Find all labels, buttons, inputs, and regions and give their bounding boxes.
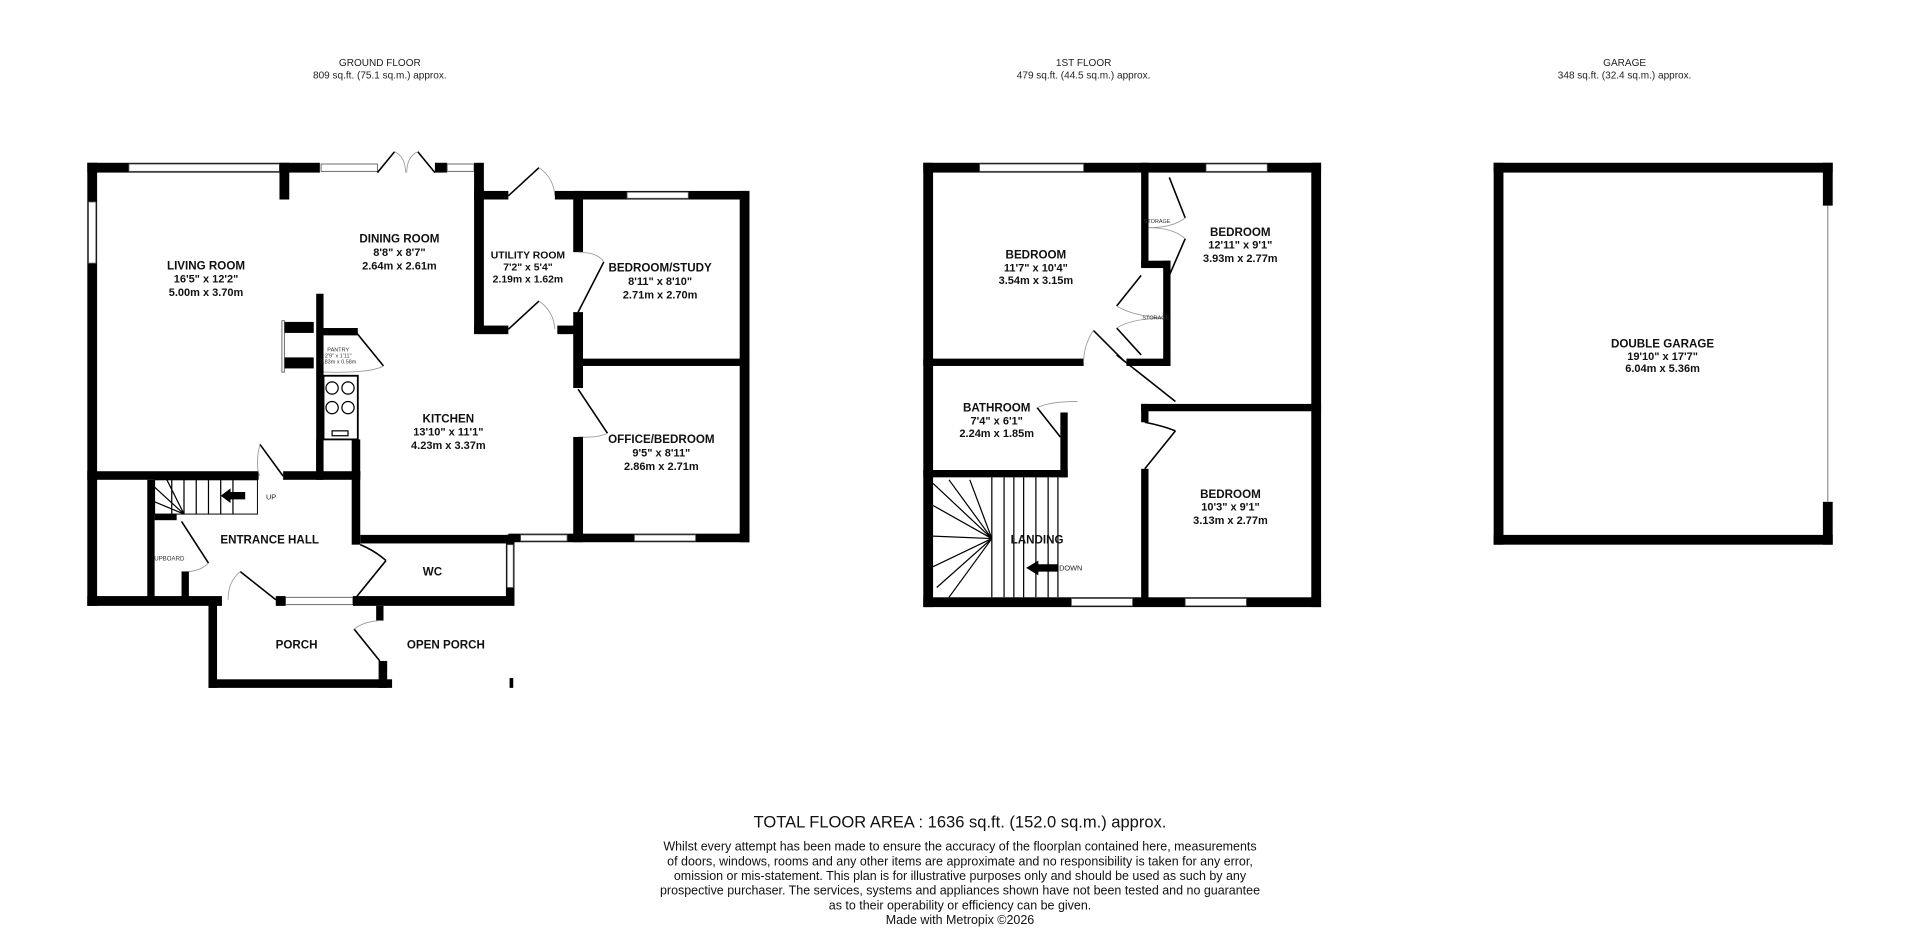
svg-text:19'10" x 17'7": 19'10" x 17'7" [1627, 351, 1698, 363]
garage-header: GARAGE 348 sq.ft. (32.4 sq.m.) approx. [1558, 58, 1692, 81]
svg-text:7'2" x 5'4": 7'2" x 5'4" [503, 262, 553, 273]
first-floor-header: 1ST FLOOR 479 sq.ft. (44.5 sq.m.) approx… [1017, 58, 1151, 81]
storage-label-1: STORAGE [1144, 219, 1171, 225]
svg-text:10'3" x 9'1": 10'3" x 9'1" [1201, 501, 1259, 513]
svg-text:8'11" x 8'10": 8'11" x 8'10" [628, 276, 692, 288]
room-bedroom-study: BEDROOM/STUDY 8'11" x 8'10" 2.71m x 2.70… [609, 262, 712, 302]
up-label: UP [266, 492, 276, 501]
pantry-label: PANTRY [327, 347, 349, 353]
svg-text:11'7" x 10'4": 11'7" x 10'4" [1004, 263, 1068, 275]
svg-text:2.71m x 2.70m: 2.71m x 2.70m [623, 290, 698, 302]
stairs-ground: UP [154, 479, 276, 515]
disclaimer: Whilst every attempt has been made to en… [660, 840, 1260, 913]
pantry-imperial: 2'9" x 1'11" [325, 353, 352, 359]
svg-text:2.64m x 2.61m: 2.64m x 2.61m [362, 260, 437, 272]
svg-text:BATHROOM: BATHROOM [963, 401, 1031, 414]
svg-text:KITCHEN: KITCHEN [423, 412, 475, 425]
svg-text:BEDROOM: BEDROOM [1006, 248, 1067, 261]
ground-floor-plan: PANTRY 2'9" x 1'11" 0.83m x 0.58m UP U [87, 151, 750, 688]
room-utility-room: UTILITY ROOM 7'2" x 5'4" 2.19m x 1.62m [491, 250, 565, 285]
cupboard-label: UPBOARD [154, 556, 185, 563]
room-open-porch: OPEN PORCH [407, 639, 485, 652]
svg-text:7'4" x 6'1": 7'4" x 6'1" [971, 416, 1023, 428]
svg-text:3.54m x 3.15m: 3.54m x 3.15m [999, 275, 1074, 287]
svg-text:BEDROOM: BEDROOM [1200, 488, 1261, 501]
room-bathroom: BATHROOM 7'4" x 6'1" 2.24m x 1.85m [959, 401, 1034, 440]
room-entrance-hall: ENTRANCE HALL [220, 533, 319, 546]
garage-title: GARAGE [1603, 58, 1646, 69]
ground-floor-header: GROUND FLOOR 809 sq.ft. (75.1 sq.m.) app… [313, 58, 447, 81]
first-floor-plan: STORAGE STORAGE DOWN [923, 162, 1322, 608]
room-office-bedroom: OFFICE/BEDROOM 9'5" x 8'11" 2.86m x 2.71… [608, 433, 714, 473]
room-dining-room: DINING ROOM 8'8" x 8'7" 2.64m x 2.61m [359, 232, 439, 272]
room-living-room: LIVING ROOM 16'5" x 12'2" 5.00m x 3.70m [167, 259, 245, 299]
room-kitchen: KITCHEN 13'10" x 11'1" 4.23m x 3.37m [411, 412, 486, 452]
down-label: DOWN [1059, 563, 1082, 572]
svg-text:of doors, windows, rooms and a: of doors, windows, rooms and any other i… [667, 854, 1253, 868]
svg-text:BEDROOM/STUDY: BEDROOM/STUDY [609, 262, 712, 275]
stairs-first: DOWN [932, 477, 1082, 598]
credit: Made with Metropix ©2026 [886, 913, 1035, 927]
svg-text:DINING ROOM: DINING ROOM [359, 232, 439, 245]
svg-text:2.86m x 2.71m: 2.86m x 2.71m [624, 461, 699, 473]
room-bedroom-1: BEDROOM 11'7" x 10'4" 3.54m x 3.15m [999, 248, 1074, 287]
svg-text:Whilst every attempt has been: Whilst every attempt has been made to en… [663, 840, 1256, 854]
svg-text:BEDROOM: BEDROOM [1210, 226, 1271, 239]
room-bedroom-3: BEDROOM 10'3" x 9'1" 3.13m x 2.77m [1193, 488, 1268, 527]
room-bedroom-2: BEDROOM 12'11" x 9'1" 3.93m x 2.77m [1203, 226, 1278, 265]
room-landing: LANDING [1011, 533, 1064, 546]
svg-text:omission or mis-statement. Thi: omission or mis-statement. This plan is … [674, 869, 1247, 883]
first-floor-area: 479 sq.ft. (44.5 sq.m.) approx. [1017, 70, 1151, 81]
ground-floor-title: GROUND FLOOR [339, 58, 421, 69]
room-double-garage: DOUBLE GARAGE 19'10" x 17'7" 6.04m x 5.3… [1611, 338, 1714, 375]
svg-text:prospective purchaser. The ser: prospective purchaser. The services, sys… [660, 884, 1260, 898]
svg-text:2.24m x 1.85m: 2.24m x 1.85m [959, 428, 1034, 440]
svg-text:6.04m x 5.36m: 6.04m x 5.36m [1625, 363, 1700, 375]
pantry-metric: 0.83m x 0.58m [320, 360, 357, 366]
garage-area: 348 sq.ft. (32.4 sq.m.) approx. [1558, 70, 1692, 81]
svg-text:LIVING ROOM: LIVING ROOM [167, 259, 245, 272]
ground-floor-area: 809 sq.ft. (75.1 sq.m.) approx. [313, 70, 447, 81]
room-wc: WC [423, 565, 443, 578]
svg-text:as to their operability or eff: as to their operability or efficiency ca… [829, 898, 1091, 912]
svg-text:4.23m x 3.37m: 4.23m x 3.37m [411, 440, 486, 452]
storage-label-2: STORAGE [1142, 315, 1169, 321]
svg-text:8'8" x 8'7": 8'8" x 8'7" [373, 247, 425, 259]
first-floor-title: 1ST FLOOR [1056, 58, 1111, 69]
svg-text:3.93m x 2.77m: 3.93m x 2.77m [1203, 253, 1278, 265]
svg-text:DOUBLE GARAGE: DOUBLE GARAGE [1611, 338, 1714, 351]
svg-text:13'10" x 11'1": 13'10" x 11'1" [413, 427, 483, 439]
total-floor-area: TOTAL FLOOR AREA : 1636 sq.ft. (152.0 sq… [754, 812, 1167, 831]
svg-text:9'5" x 8'11": 9'5" x 8'11" [632, 448, 690, 460]
room-porch: PORCH [276, 639, 318, 652]
svg-text:16'5" x 12'2": 16'5" x 12'2" [174, 274, 239, 286]
garage-plan [1493, 162, 1833, 545]
svg-text:3.13m x 2.77m: 3.13m x 2.77m [1193, 515, 1268, 527]
svg-text:12'11" x 9'1": 12'11" x 9'1" [1208, 239, 1272, 251]
svg-text:2.19m x 1.62m: 2.19m x 1.62m [493, 275, 563, 286]
hob-icon [322, 374, 359, 441]
svg-text:UTILITY ROOM: UTILITY ROOM [491, 250, 565, 261]
svg-text:OFFICE/BEDROOM: OFFICE/BEDROOM [608, 433, 714, 446]
svg-text:5.00m x 3.70m: 5.00m x 3.70m [169, 287, 244, 299]
